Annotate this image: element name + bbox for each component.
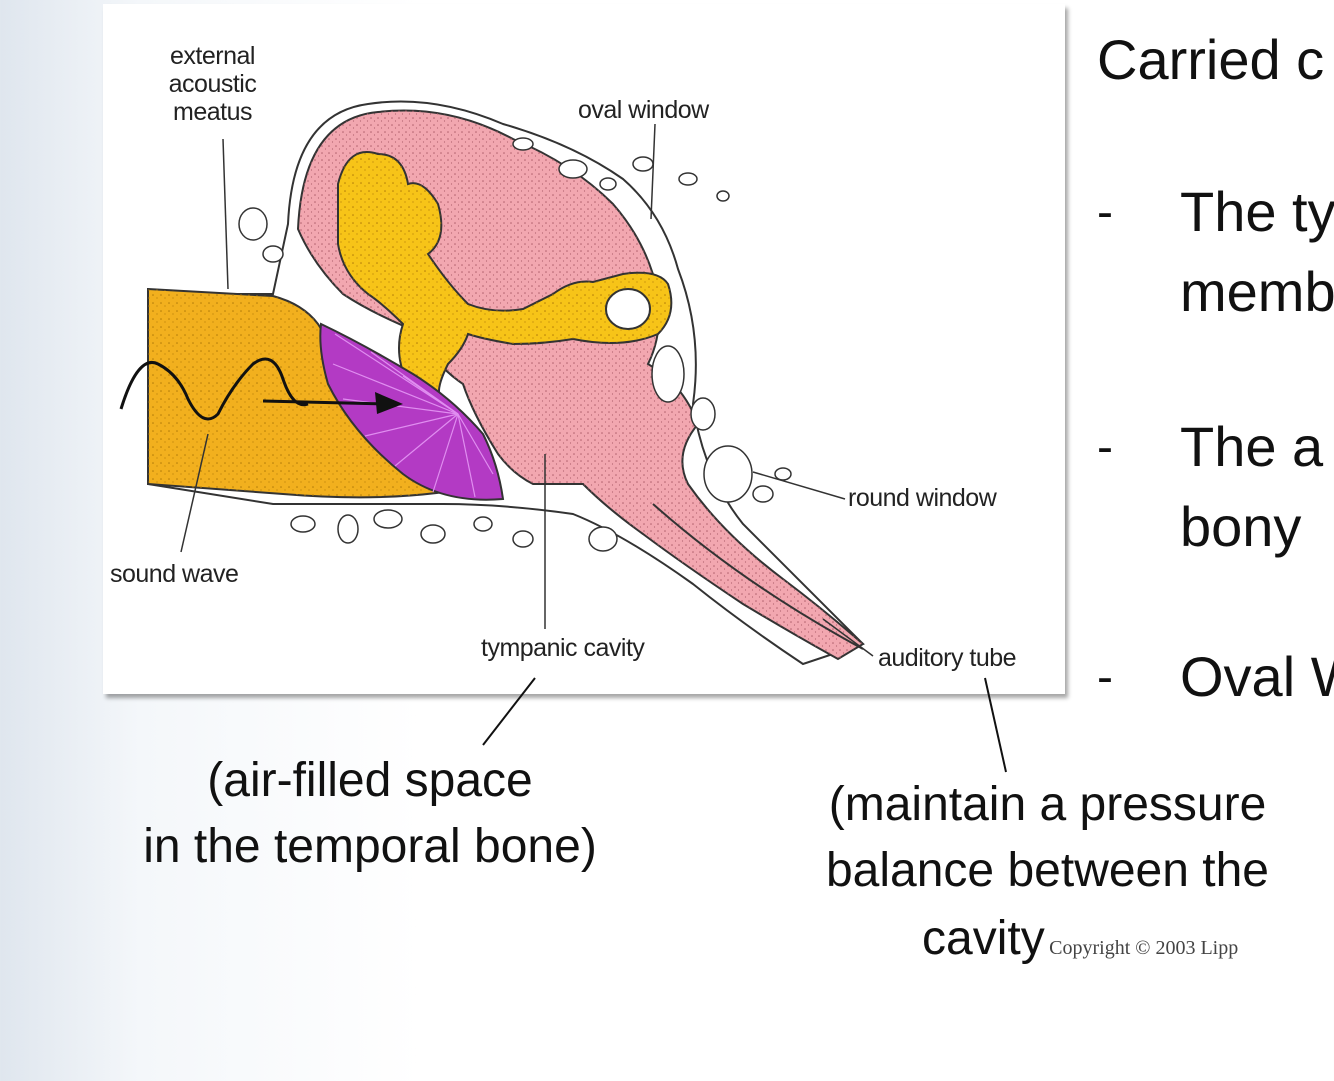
caption-line-1: (air-filled space — [105, 748, 635, 814]
auditory-callout-line — [985, 678, 1006, 772]
bullet-3-line-1: Oval W — [1180, 645, 1334, 709]
bullet-dash-2: - — [1097, 420, 1113, 475]
bullet-2-line-2: bony — [1180, 495, 1301, 559]
bullet-dash-1: - — [1097, 185, 1113, 240]
bullet-1-line-2: memb — [1180, 260, 1334, 324]
caption-line-2: in the temporal bone) — [105, 814, 635, 880]
slide-heading: Carried c — [1097, 28, 1324, 92]
caption-final-line: cavity Copyright © 2003 Lipp — [922, 906, 1238, 972]
bullet-1-line-1: The ty — [1180, 180, 1334, 244]
auditory-tube-caption: (maintain a pressure balance between the — [785, 772, 1310, 904]
bullet-dash-3: - — [1097, 650, 1113, 705]
caption-line-1: (maintain a pressure — [785, 772, 1310, 838]
caption-line-2: balance between the — [785, 838, 1310, 904]
tympanic-callout-line — [483, 678, 535, 745]
bullet-2-line-1: The a — [1180, 415, 1323, 479]
tympanic-cavity-caption: (air-filled space in the temporal bone) — [105, 748, 635, 880]
caption-line-3: cavity — [922, 912, 1045, 965]
copyright-text: Copyright © 2003 Lipp — [1049, 937, 1238, 959]
